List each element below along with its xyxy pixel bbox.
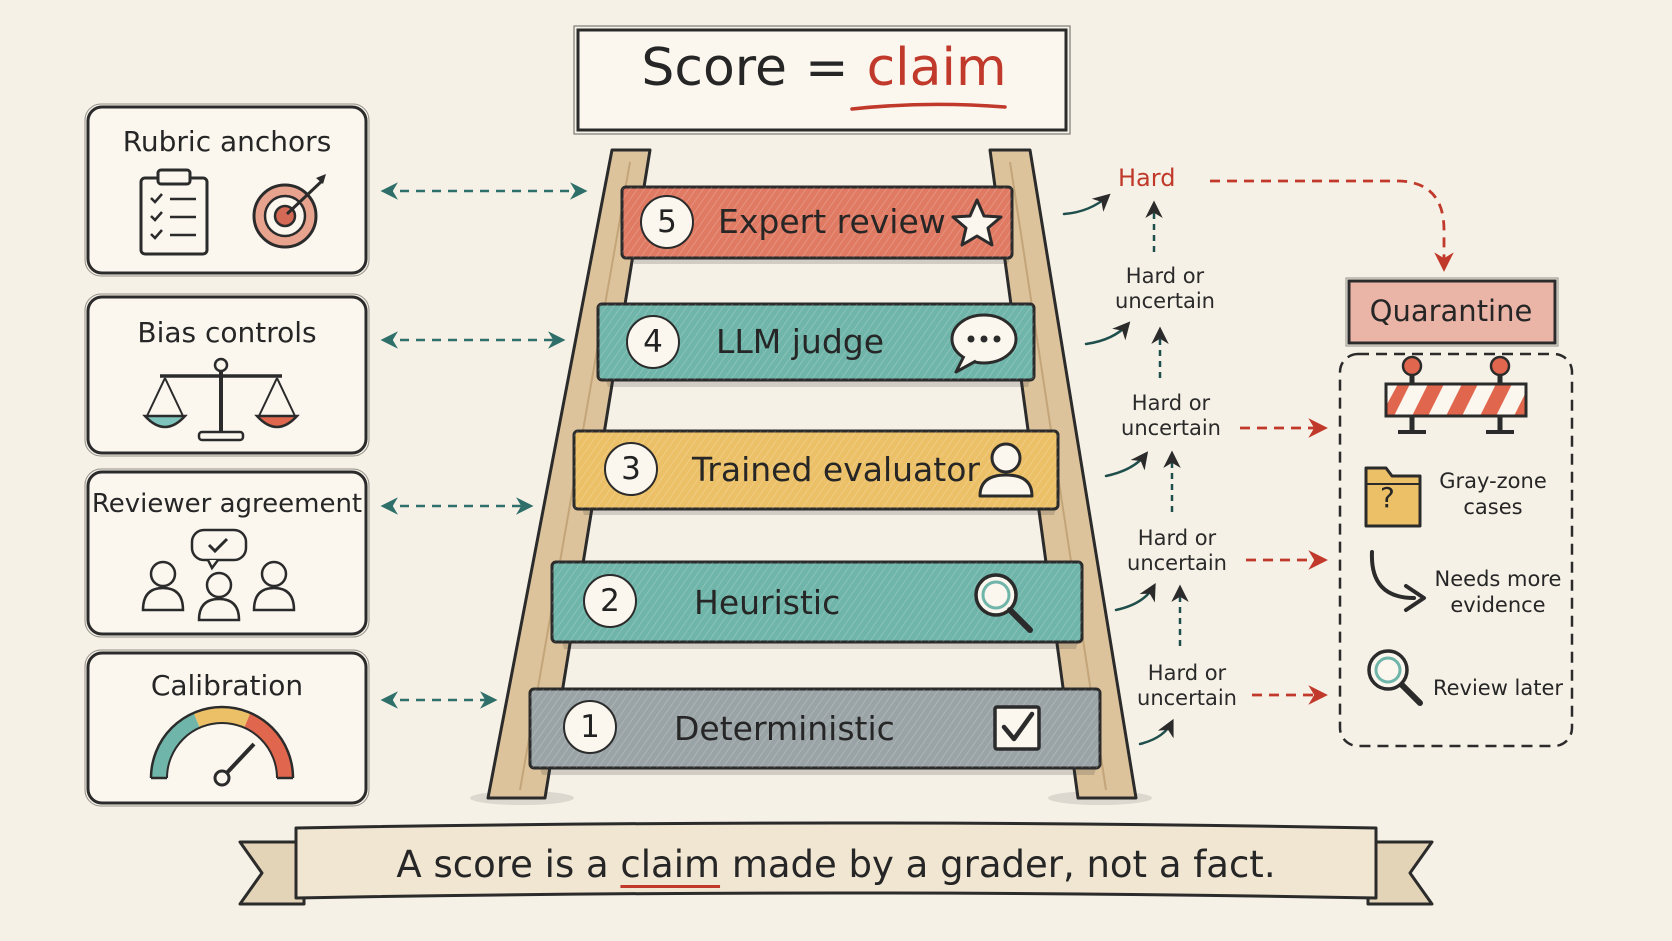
- reviewers-consensus-icon: [141, 528, 296, 622]
- clipboard-checklist-icon: [139, 168, 209, 256]
- escalation-label-1-line2: uncertain: [1137, 686, 1237, 711]
- left-connectors: [380, 182, 588, 709]
- rung-3-label: Trained evaluator: [692, 450, 980, 489]
- needs-evidence-line2: evidence: [1450, 593, 1546, 618]
- rung-1-checkbox-icon: [993, 705, 1041, 751]
- banner-claim: claim: [620, 843, 721, 886]
- banner-caption: A score is a claim made by a grader, not…: [300, 846, 1372, 883]
- rung-5-star-icon: [951, 198, 1003, 247]
- review-later-magnifier-icon: [1367, 649, 1423, 706]
- title-claim: claim: [866, 38, 1007, 98]
- title-score: Score: [641, 38, 788, 98]
- rung-3-bar: [572, 429, 1060, 515]
- review-later-line1: Review later: [1432, 676, 1564, 700]
- rung-4-number: 4: [626, 315, 680, 369]
- quarantine-item-review-later: Review later: [1428, 675, 1568, 701]
- escalation-label-2: Hard or uncertain: [1112, 526, 1242, 576]
- rung-2-bar: [550, 560, 1084, 649]
- escalation-label-4-line1: Hard or: [1125, 264, 1205, 288]
- calibration-title: Calibration: [150, 669, 304, 702]
- escalation-label-3-line2: uncertain: [1121, 416, 1221, 441]
- curved-arrow-icon: [1369, 550, 1426, 612]
- rung-4-bar: [596, 302, 1036, 387]
- rung-2-magnifier-icon: [974, 573, 1033, 633]
- rung-3-number: 3: [604, 442, 658, 496]
- reviewer-agreement-title: Reviewer agreement: [91, 489, 363, 519]
- rung-3-person-icon: [978, 442, 1034, 498]
- escalation-curves: [1062, 193, 1174, 746]
- escalation-up-arrows: [1145, 200, 1189, 646]
- banner-before: A score is a: [396, 843, 609, 886]
- rung-4-label: LLM judge: [716, 322, 885, 361]
- target-dart-icon: [252, 174, 326, 249]
- escalation-label-2-line1: Hard or: [1137, 526, 1217, 550]
- quarantine-zone: [1338, 352, 1574, 748]
- quarantine-arrows: [1210, 179, 1454, 705]
- rung-5-bar: [620, 185, 1014, 264]
- escalation-label-2-line2: uncertain: [1127, 551, 1227, 576]
- rung-5-label: Expert review: [718, 202, 946, 241]
- barrier-icon: [1384, 355, 1528, 434]
- rung-2-number: 2: [583, 574, 637, 628]
- escalation-label-3: Hard or uncertain: [1106, 391, 1236, 441]
- rung-5-number: 5: [640, 195, 694, 249]
- escalation-label-1: Hard or uncertain: [1122, 661, 1252, 711]
- gauge-icon: [149, 705, 295, 787]
- folder-question-mark: ?: [1380, 481, 1395, 514]
- grayzone-line2: cases: [1463, 495, 1523, 520]
- banner-after: made by a grader, not a fact.: [731, 843, 1276, 886]
- rubric-anchors-title: Rubric anchors: [122, 125, 332, 158]
- rung-1-number: 1: [563, 700, 617, 754]
- rung-2-label: Heuristic: [694, 583, 841, 622]
- rung-4-speech-bubble-icon: [950, 313, 1018, 374]
- rung-1-bar: [528, 687, 1102, 775]
- escalation-label-3-line1: Hard or: [1131, 391, 1211, 415]
- title-frame: [573, 25, 1071, 135]
- escalation-label-4: Hard or uncertain: [1100, 264, 1230, 314]
- title-equals: =: [805, 38, 849, 98]
- quarantine-item-needs-evidence: Needs more evidence: [1432, 566, 1564, 619]
- balance-scale-icon: [142, 357, 300, 442]
- needs-evidence-line1: Needs more: [1434, 567, 1562, 591]
- quarantine-item-grayzone: Gray-zone cases: [1428, 468, 1558, 521]
- quarantine-title: Quarantine: [1369, 294, 1533, 328]
- escalation-hard-label: Hard: [1118, 164, 1176, 192]
- page-title: Score = claim: [574, 42, 1074, 94]
- folder-question-icon: [1364, 466, 1422, 528]
- grayzone-line1: Gray-zone: [1439, 469, 1547, 493]
- bottom-banner: [238, 821, 1434, 906]
- escalation-label-1-line1: Hard or: [1147, 661, 1227, 685]
- bias-controls-title: Bias controls: [137, 316, 317, 349]
- escalation-label-4-line2: uncertain: [1115, 289, 1215, 314]
- rung-1-label: Deterministic: [674, 709, 895, 748]
- quarantine-title-box: [1345, 277, 1559, 347]
